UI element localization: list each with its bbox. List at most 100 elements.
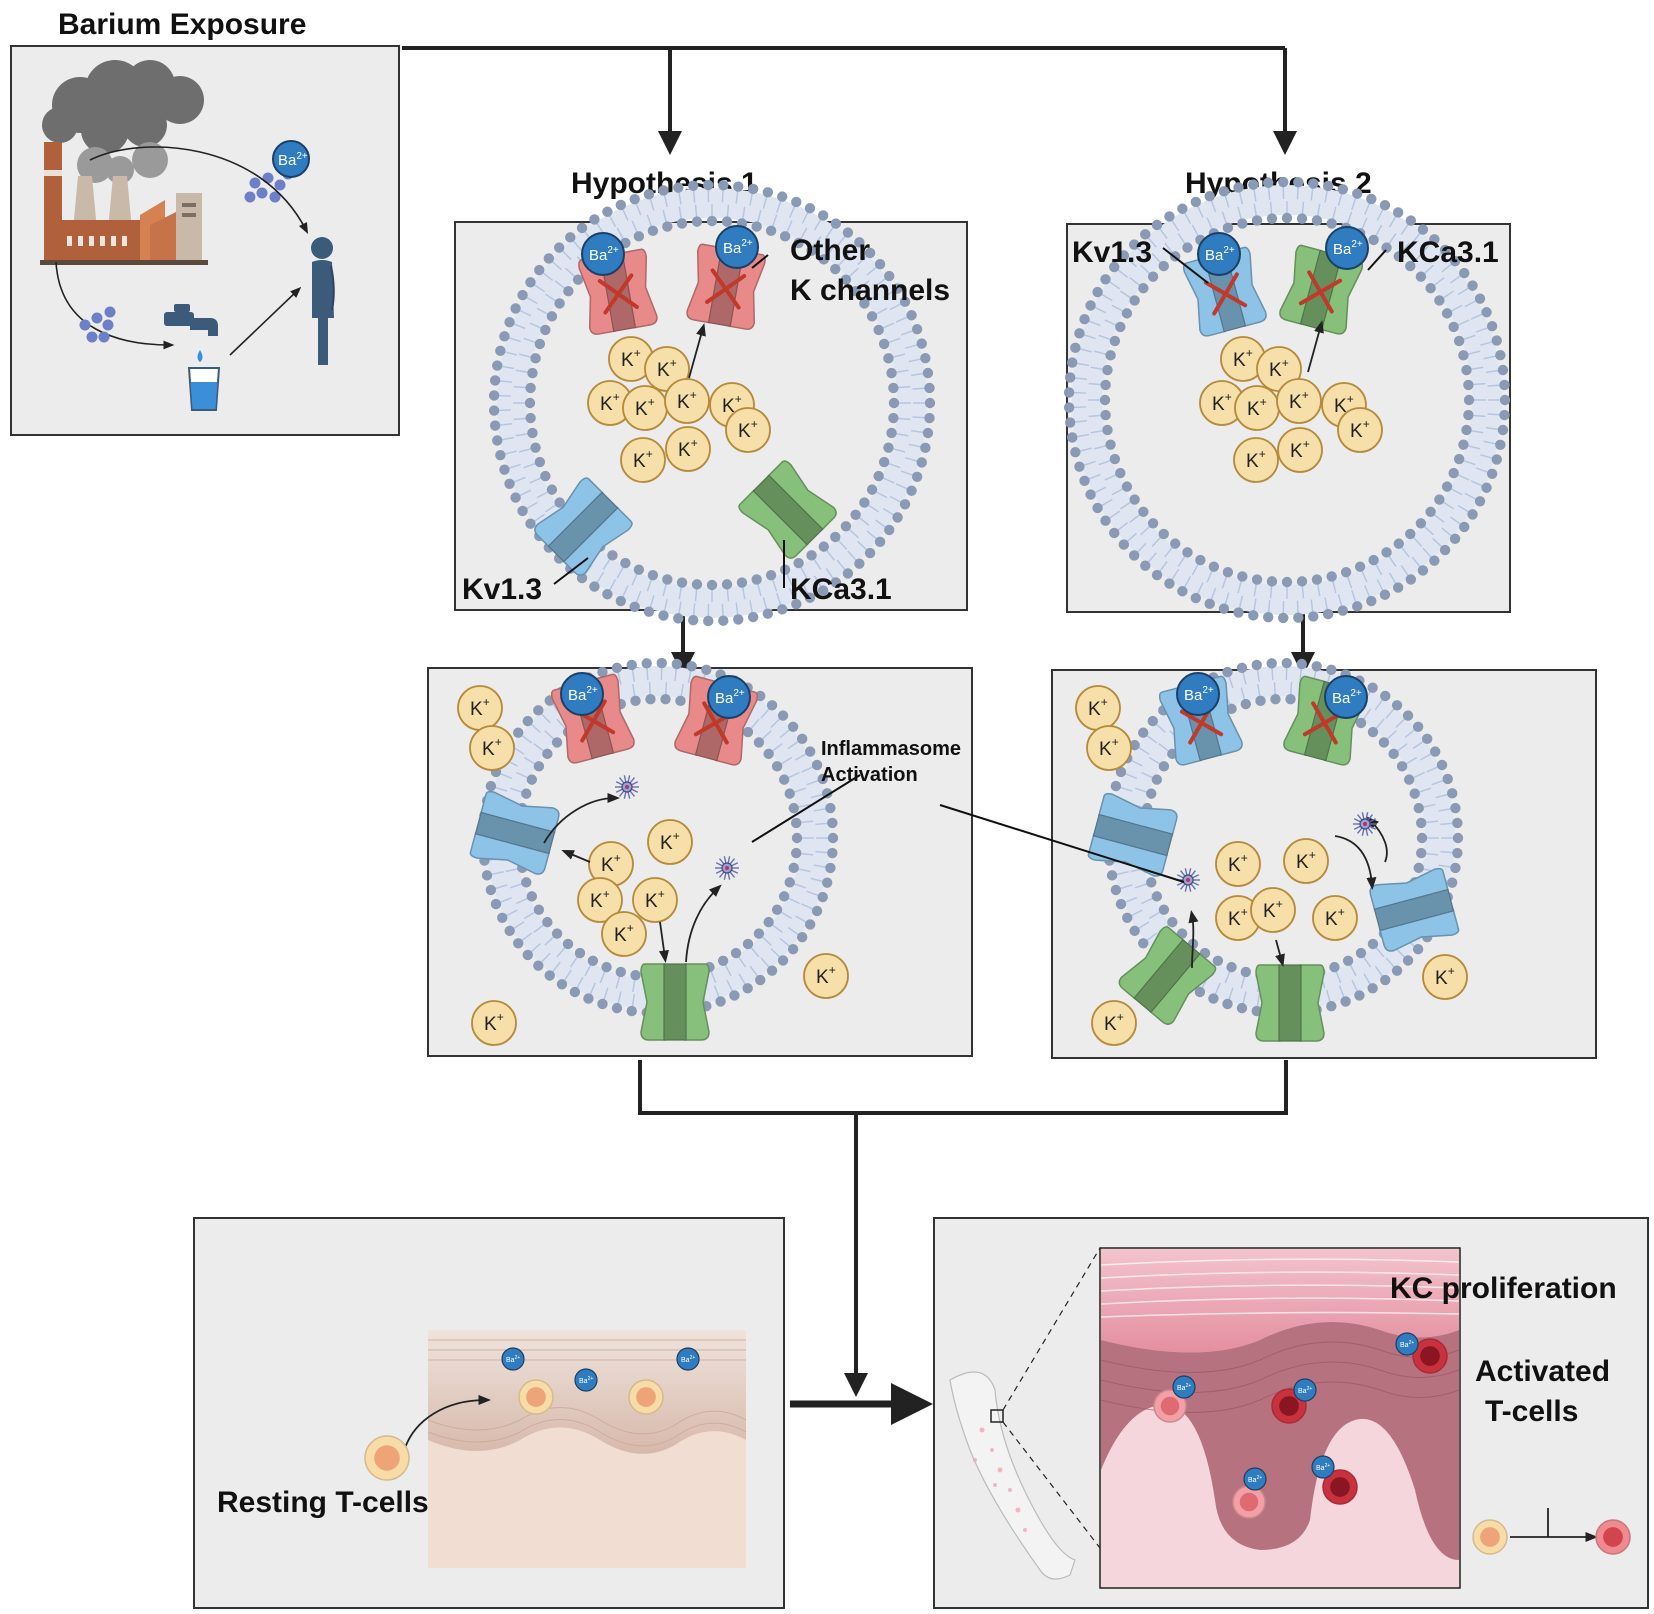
ba-ion: Ba2+ <box>581 232 625 276</box>
exposure-panel: Ba2+ <box>10 45 400 436</box>
svg-text:Activation: Activation <box>821 764 918 786</box>
resting-skin-panel: Resting T-cells <box>193 1217 785 1609</box>
kv13-channel <box>534 477 633 576</box>
ba-ion: Ba2+ <box>715 225 759 269</box>
hypothesis1-other-channels-label: Other K channels <box>790 234 950 307</box>
ba-ion-small: Ba2+ <box>1172 1375 1196 1399</box>
svg-text:Ba2+: Ba2+ <box>1333 239 1363 258</box>
kca31-channel <box>738 460 837 559</box>
smoke-icon <box>42 60 204 184</box>
t-cell-activated <box>1595 1519 1631 1555</box>
k-ion: K+ <box>1277 427 1323 473</box>
svg-text:K+: K+ <box>1325 905 1345 930</box>
t-cell-resting <box>518 1379 554 1415</box>
skin-layer-icon <box>427 1330 747 1568</box>
svg-text:K+: K+ <box>1246 447 1266 472</box>
t-cell-resting <box>1472 1519 1508 1555</box>
resting-tcells-label: Resting T-cells <box>217 1486 429 1519</box>
svg-text:Ba2+: Ba2+ <box>681 1355 695 1364</box>
k-ion: K+ <box>587 380 633 426</box>
svg-text:Ba2+: Ba2+ <box>1400 1340 1414 1349</box>
svg-text:K+: K+ <box>1334 392 1354 417</box>
k-ion: K+ <box>1250 887 1296 933</box>
ion-channels <box>469 243 1460 1042</box>
k-ion: K+ <box>1234 385 1280 431</box>
svg-text:K+: K+ <box>1104 1010 1124 1035</box>
svg-text:K+: K+ <box>1296 848 1316 873</box>
k-ion: K+ <box>632 877 678 923</box>
svg-text:K+: K+ <box>470 695 490 720</box>
flow-connectors <box>402 46 1315 1425</box>
t-cell-resting <box>628 1379 664 1415</box>
svg-text:K+: K+ <box>635 395 655 420</box>
svg-text:K+: K+ <box>722 392 742 417</box>
svg-text:K+: K+ <box>678 436 698 461</box>
t-cell-resting <box>364 1435 410 1481</box>
k-ion: K+ <box>1337 407 1383 453</box>
potassium-ions: K+K+K+K+K+K+K+K+K+K+K+K+K+K+K+K+K+K+K+K+… <box>457 336 1468 1046</box>
inflammasome-icon <box>715 856 739 880</box>
inflammasome-label: Inflammasome Activation <box>821 738 961 786</box>
k-ion: K+ <box>1283 838 1329 884</box>
k-ion: K+ <box>1091 1000 1137 1046</box>
ba-ion-small: Ba2+ <box>1293 1378 1317 1402</box>
svg-text:Ba2+: Ba2+ <box>1332 688 1362 707</box>
k-ion: K+ <box>1312 895 1358 941</box>
svg-text:K+: K+ <box>1435 964 1455 989</box>
t-cell-activated <box>1412 1338 1448 1374</box>
svg-text:K+: K+ <box>1233 346 1253 371</box>
k-ion: K+ <box>725 407 771 453</box>
svg-text:K+: K+ <box>1290 437 1310 462</box>
k-ion: K+ <box>471 1000 517 1046</box>
svg-text:K+: K+ <box>1289 388 1309 413</box>
hypothesis1-kv-label: Kv1.3 <box>462 573 542 606</box>
ba-ion-small: Ba2+ <box>574 1368 598 1392</box>
svg-text:K+: K+ <box>601 851 621 876</box>
k-ion: K+ <box>1086 725 1132 771</box>
svg-text:K+: K+ <box>657 356 677 381</box>
svg-text:Ba2+: Ba2+ <box>1298 1386 1312 1395</box>
k-ion: K+ <box>665 426 711 472</box>
channel-label-leaders <box>553 247 1387 883</box>
kc-proliferation-label: KC proliferation <box>1390 1272 1617 1305</box>
svg-text:K+: K+ <box>1212 390 1232 415</box>
kca31-channel-open <box>1118 926 1217 1025</box>
inflammasome-icon <box>1353 812 1377 836</box>
activated-tcells-label-line1: Activated <box>1475 1355 1610 1388</box>
svg-text:Ba2+: Ba2+ <box>723 238 753 257</box>
faucet-icon <box>164 304 218 336</box>
svg-text:Ba2+: Ba2+ <box>579 1376 593 1385</box>
ba-ion-small: Ba2+ <box>1311 1455 1335 1479</box>
svg-text:K+: K+ <box>633 447 653 472</box>
svg-text:K+: K+ <box>645 887 665 912</box>
svg-text:K+: K+ <box>816 963 836 988</box>
ba-particles-water <box>79 306 116 343</box>
k-ion: K+ <box>1220 336 1266 382</box>
kv13-channel-open <box>1369 867 1460 952</box>
svg-text:K+: K+ <box>1228 905 1248 930</box>
k-ion: K+ <box>608 336 654 382</box>
water-drop-icon <box>197 350 203 362</box>
factory-icon <box>40 142 208 265</box>
svg-text:Ba2+: Ba2+ <box>1316 1463 1330 1472</box>
k-ion: K+ <box>1276 378 1322 424</box>
k-ion: K+ <box>457 685 503 731</box>
kca31-channel-open <box>640 963 710 1041</box>
ba-ion: Ba2+ <box>1197 232 1241 276</box>
svg-text:K+: K+ <box>1350 417 1370 442</box>
small-barium-ions: Ba2+ Ba2+ Ba2+ Ba2+ Ba2+ Ba2+ Ba2+ Ba2+ <box>501 1332 1419 1491</box>
t-cell-activated <box>1322 1469 1358 1505</box>
k-ion: K+ <box>577 877 623 923</box>
k-ion: K+ <box>803 953 849 999</box>
ba-ion: Ba2+ <box>1325 226 1369 270</box>
svg-text:K+: K+ <box>660 829 680 854</box>
t-cells <box>364 1338 1631 1555</box>
hypothesis2-cell-membrane <box>1063 176 1511 624</box>
svg-text:Ba2+: Ba2+ <box>1248 1475 1262 1484</box>
k-ion: K+ <box>664 378 710 424</box>
ba-ion-small: Ba2+ <box>501 1347 525 1371</box>
svg-text:Ba2+: Ba2+ <box>506 1355 520 1364</box>
k-ion: K+ <box>1422 954 1468 1000</box>
